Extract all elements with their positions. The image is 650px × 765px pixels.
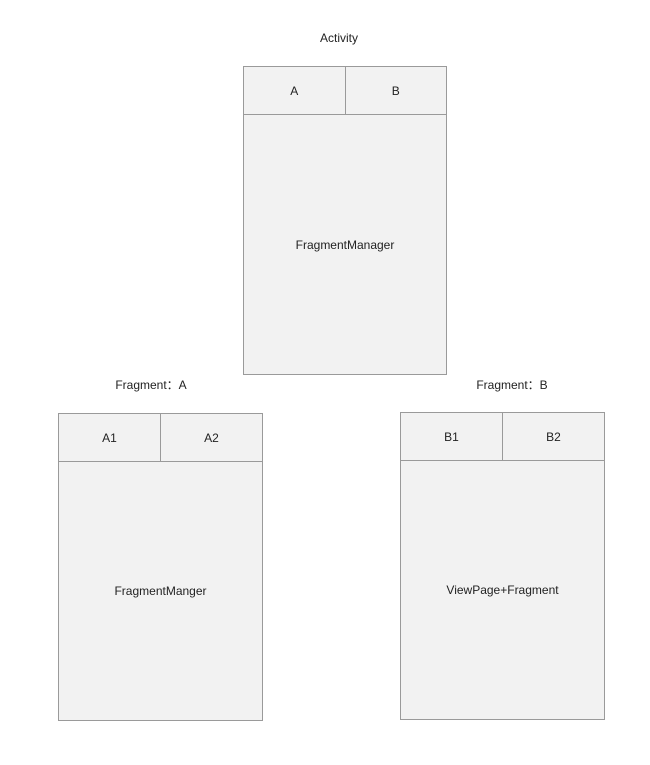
fragment-a-tab-bar: A1 A2 xyxy=(59,414,262,462)
tab-a1: A1 xyxy=(102,430,117,445)
tab-a2: A2 xyxy=(160,414,262,461)
activity-fragment-manager-label: FragmentManager xyxy=(295,237,395,252)
fragment-b-caption: Fragment：B xyxy=(476,378,548,392)
fragment-b-panel: B1 B2 ViewPage+Fragment xyxy=(400,412,605,720)
fragment-a-manager-label: FragmentManger xyxy=(114,584,207,598)
fragment-b-tab-bar: B1 B2 xyxy=(401,413,604,461)
fragment-b-viewpager-label: ViewPage+Fragment xyxy=(446,583,559,597)
fragment-b-content-area: ViewPage+Fragment xyxy=(401,461,604,719)
fragment-a-caption: Fragment：A xyxy=(115,378,187,392)
tab-b2: B2 xyxy=(502,413,604,460)
tab-b1: B1 xyxy=(444,429,459,444)
tab-b: B xyxy=(344,67,447,114)
activity-content-area: FragmentManager xyxy=(244,115,446,374)
tab-a: A xyxy=(290,83,299,98)
activity-panel: A B FragmentManager xyxy=(243,66,447,375)
activity-caption: Activity xyxy=(319,31,359,45)
fragment-a-content-area: FragmentManger xyxy=(59,462,262,720)
fragment-a-panel: A1 A2 FragmentManger xyxy=(58,413,263,721)
activity-tab-bar: A B xyxy=(244,67,446,115)
